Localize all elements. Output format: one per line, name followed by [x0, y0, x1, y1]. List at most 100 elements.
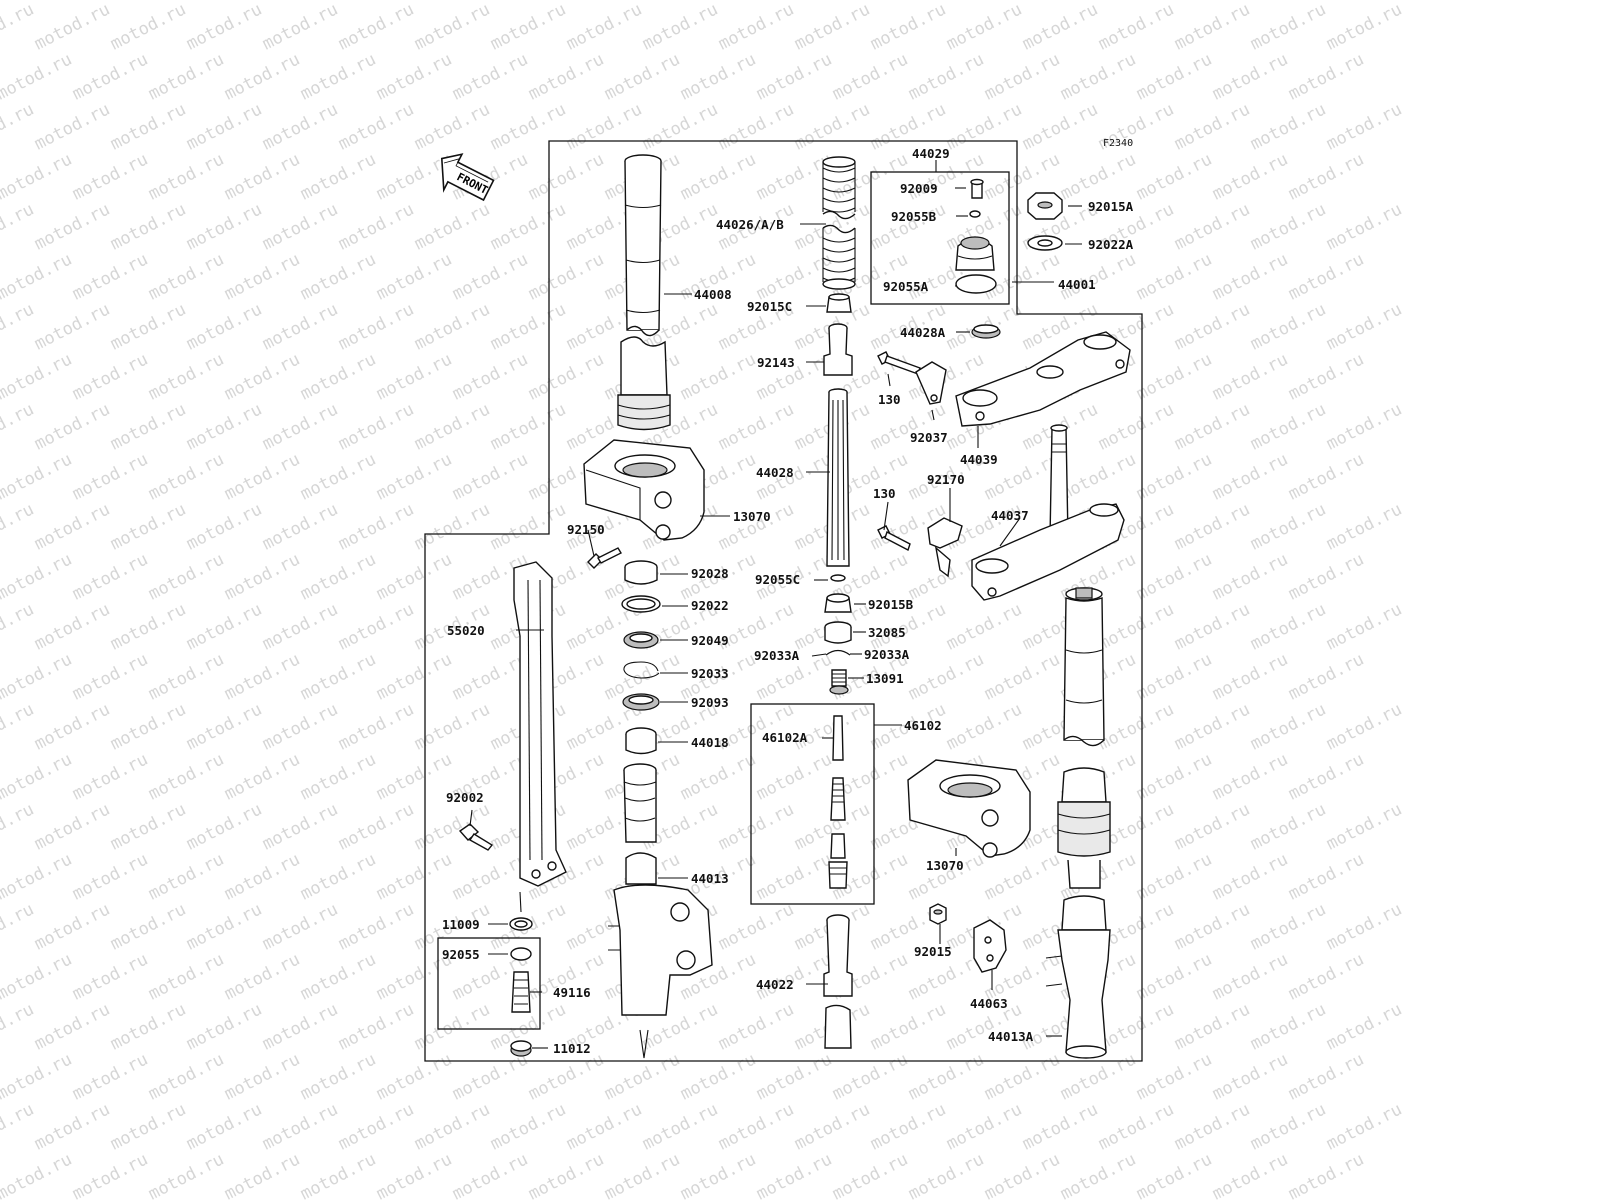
watermark-text: motod.ru: [487, 0, 569, 54]
watermark-text: motod.ru: [1209, 949, 1291, 1004]
watermark-text: motod.ru: [335, 0, 417, 54]
watermark-text: motod.ru: [1323, 299, 1405, 354]
clamp-92037: [915, 361, 947, 405]
watermark-text: motod.ru: [1095, 599, 1177, 654]
watermark-text: motod.ru: [753, 49, 835, 104]
watermark-text: motod.ru: [563, 99, 645, 154]
upper-bracket-44039: [955, 331, 1131, 427]
watermark-text: motod.ru: [715, 1099, 797, 1154]
watermark-text: motod.ru: [829, 49, 911, 104]
watermark-text: motod.ru: [69, 949, 151, 1004]
watermark-text: motod.ru: [31, 999, 113, 1054]
watermark-text: motod.ru: [0, 549, 75, 604]
watermark-text: motod.ru: [259, 99, 341, 154]
watermark-text: motod.ru: [297, 349, 379, 404]
cap-bolt-assembly-box: [870, 171, 1010, 305]
part-labels: 44029 92009 92055B 92055A 92015A 92022A …: [442, 146, 1134, 1056]
clamp-92170: [927, 517, 963, 578]
watermark-text: motod.ru: [867, 199, 949, 254]
watermark-text: motod.ru: [715, 799, 797, 854]
watermark-text: motod.ru: [31, 599, 113, 654]
spacer-92143: [823, 323, 853, 376]
watermark-text: motod.ru: [411, 199, 493, 254]
inner-tube-44013: [608, 763, 713, 1059]
watermark-text: motod.ru: [107, 799, 189, 854]
watermark-text: motod.ru: [0, 899, 37, 954]
watermark-text: motod.ru: [31, 899, 113, 954]
cap-44028A: [971, 324, 1001, 339]
watermark-text: motod.ru: [373, 749, 455, 804]
watermark-text: motod.ru: [0, 1049, 75, 1104]
label-44013A: 44013A: [988, 1029, 1034, 1044]
watermark-text: motod.ru: [259, 1099, 341, 1154]
watermark-text: motod.ru: [0, 249, 75, 304]
watermark-text: motod.ru: [373, 1049, 455, 1104]
rod-44028: [826, 388, 850, 567]
watermark-text: motod.ru: [1133, 549, 1215, 604]
watermark-text: motod.ru: [69, 849, 151, 904]
watermark-text: motod.ru: [297, 649, 379, 704]
watermark-text: motod.ru: [373, 1149, 455, 1200]
watermark-text: motod.ru: [981, 849, 1063, 904]
fork-leg-44013A: [1045, 587, 1111, 1059]
watermark-text: motod.ru: [1095, 0, 1177, 54]
label-44037: 44037: [991, 508, 1029, 523]
washer-92022A: [1027, 235, 1063, 251]
watermark-text: motod.ru: [107, 1099, 189, 1154]
watermark-text: motod.ru: [1323, 1099, 1405, 1154]
watermark-text: motod.ru: [373, 549, 455, 604]
watermark-text: motod.ru: [335, 299, 417, 354]
watermark-text: motod.ru: [145, 749, 227, 804]
watermark-text: motod.ru: [753, 0, 835, 4]
watermark-text: motod.ru: [31, 99, 113, 154]
leader-lines: [469, 160, 1082, 1049]
watermark-text: motod.ru: [525, 1149, 607, 1200]
watermark-text: motod.ru: [449, 649, 531, 704]
watermark-text: motod.ru: [221, 449, 303, 504]
watermark-text: motod.ru: [1095, 999, 1177, 1054]
watermark-text: motod.ru: [449, 0, 531, 4]
watermark-text: motod.ru: [753, 749, 835, 804]
label-92015B: 92015B: [868, 597, 914, 612]
watermark-text: motod.ru: [1171, 99, 1253, 154]
watermark-text: motod.ru: [1285, 749, 1367, 804]
watermark-text: motod.ru: [1133, 649, 1215, 704]
watermark-text: motod.ru: [487, 499, 569, 554]
watermark-text: motod.ru: [449, 449, 531, 504]
watermark-text: motod.ru: [1209, 1149, 1291, 1200]
watermark-text: motod.ru: [0, 699, 37, 754]
watermark-text: motod.ru: [183, 199, 265, 254]
watermark-text: motod.ru: [0, 749, 75, 804]
watermark-text: motod.ru: [373, 649, 455, 704]
watermark-text: motod.ru: [753, 849, 835, 904]
watermark-text: motod.ru: [525, 1049, 607, 1104]
watermark-text: motod.ru: [525, 149, 607, 204]
watermark-text: motod.ru: [1323, 899, 1405, 954]
gasket-11009: [509, 917, 533, 931]
watermark-text: motod.ru: [221, 349, 303, 404]
watermark-text: motod.ru: [31, 0, 113, 54]
watermark-text: motod.ru: [221, 849, 303, 904]
watermark-text: motod.ru: [31, 699, 113, 754]
watermark-text: motod.ru: [411, 999, 493, 1054]
watermark-text: motod.ru: [335, 399, 417, 454]
watermark-text: motod.ru: [1285, 349, 1367, 404]
diagram-frame: [424, 140, 1143, 1062]
watermark-text: motod.ru: [145, 849, 227, 904]
watermark-text: motod.ru: [69, 649, 151, 704]
watermark-text: motod.ru: [221, 749, 303, 804]
watermark-text: motod.ru: [1057, 49, 1139, 104]
label-130-lower: 130: [873, 486, 896, 501]
watermark-text: motod.ru: [183, 699, 265, 754]
label-44022: 44022: [756, 977, 794, 992]
watermark-text: motod.ru: [0, 499, 37, 554]
watermark-text: motod.ru: [183, 599, 265, 654]
o-ring-92055: [510, 947, 532, 961]
watermark-text: motod.ru: [0, 399, 37, 454]
watermark-text: motod.ru: [1247, 799, 1329, 854]
plug-13091: [829, 669, 849, 695]
watermark-text: motod.ru: [259, 899, 341, 954]
watermark-text: motod.ru: [943, 0, 1025, 54]
label-92143: 92143: [757, 355, 795, 370]
watermark-text: motod.ru: [1057, 149, 1139, 204]
